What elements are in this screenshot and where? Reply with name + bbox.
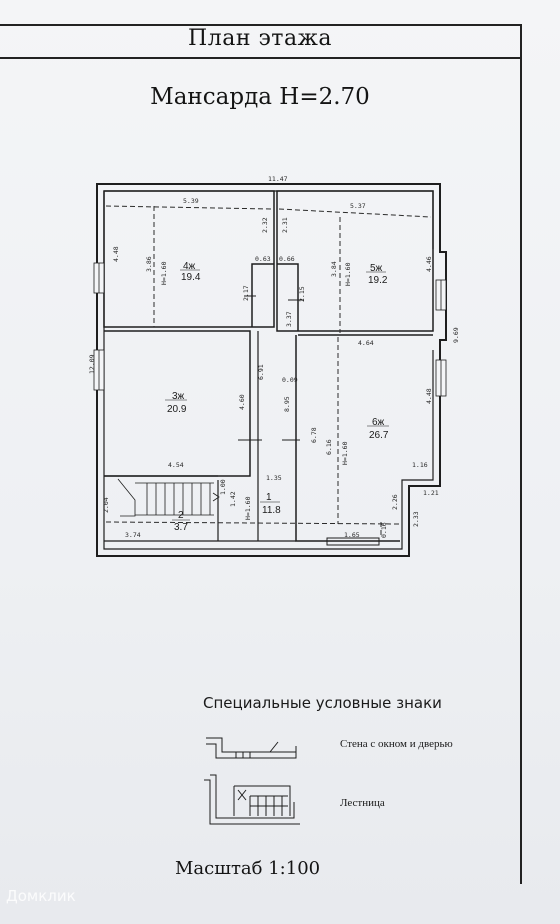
legend-title: Специальные условные знаки [203,694,442,712]
svg-text:4.48: 4.48 [425,388,433,404]
svg-text:5.39: 5.39 [183,197,199,205]
room-2-number: 2 [178,510,184,521]
svg-text:11.47: 11.47 [268,175,288,183]
svg-text:6.16: 6.16 [325,439,333,455]
svg-text:2.17: 2.17 [242,285,250,301]
plan-title: План этажа [188,26,332,51]
svg-text:1.65: 1.65 [344,531,360,539]
svg-text:2.32: 2.32 [261,217,269,233]
watermark: Домклик [6,887,76,905]
svg-text:1.35: 1.35 [266,474,282,482]
svg-text:0.66: 0.66 [279,255,295,263]
windows [93,262,447,397]
svg-text:4.60: 4.60 [238,394,246,410]
svg-text:2.15: 2.15 [298,286,306,302]
svg-text:6.78: 6.78 [310,427,318,443]
frame-line [0,57,522,59]
svg-text:1.21: 1.21 [423,489,439,497]
svg-text:0.63: 0.63 [255,255,271,263]
svg-text:4.54: 4.54 [168,461,184,469]
svg-text:0.09: 0.09 [282,376,298,384]
staircase [117,478,220,517]
svg-text:1.16: 1.16 [412,461,428,469]
scale-label: Масштаб 1:100 [175,858,321,879]
room-2-area: 3.7 [174,522,188,533]
room-4-wall [103,190,275,328]
room-3-number: 3ж [172,391,185,402]
stair-symbol [204,774,300,825]
wall-window-door-symbol [206,737,297,759]
svg-text:4.46: 4.46 [425,256,433,272]
room-4-area: 19.4 [181,272,201,283]
dimension-labels: 11.47 5.39 5.37 4.48 3.86 2.32 2.31 0.63… [88,175,460,539]
legend-label-stair: Лестница [340,797,385,809]
svg-text:4.64: 4.64 [358,339,374,347]
svg-text:3.86: 3.86 [145,256,153,272]
room-1-number: 1 [266,492,272,503]
room-5-area: 19.2 [368,275,388,286]
svg-text:3.37: 3.37 [285,311,293,327]
svg-text:6.91: 6.91 [257,364,265,380]
svg-text:H=1.60: H=1.60 [341,441,349,465]
frame-line [520,24,522,884]
room-3-area: 20.9 [167,404,187,415]
room-labels: 4ж 19.4 5ж 19.2 3ж 20.9 6ж 26.7 1 11.8 2… [165,261,389,533]
svg-text:H=1.60: H=1.60 [244,496,252,520]
room-5-wall [276,190,434,332]
svg-text:2.31: 2.31 [281,217,289,233]
svg-text:8.95: 8.95 [283,396,291,412]
svg-text:2.04: 2.04 [102,497,110,513]
room-6-number: 6ж [372,417,385,428]
svg-text:12.09: 12.09 [88,354,96,374]
svg-text:0.16: 0.16 [380,522,388,538]
room-1-area: 11.8 [262,505,281,516]
svg-text:1.00: 1.00 [219,479,227,495]
svg-text:2.33: 2.33 [412,511,420,527]
room-6-area: 26.7 [369,430,389,441]
legend-label-wall: Стена с окном и дверью [340,738,453,750]
plan-subtitle: Мансарда H=2.70 [150,84,370,110]
room-5-number: 5ж [370,263,383,274]
svg-text:2.26: 2.26 [391,494,399,510]
svg-text:H=1.60: H=1.60 [344,262,352,286]
svg-text:3.84: 3.84 [330,261,338,277]
svg-text:5.37: 5.37 [350,202,366,210]
outer-wall [96,183,447,557]
svg-text:3.74: 3.74 [125,531,141,539]
svg-text:1.42: 1.42 [229,491,237,507]
svg-text:4.48: 4.48 [112,246,120,262]
frame-line [0,24,522,26]
svg-text:H=1.60: H=1.60 [160,261,168,285]
room-4-number: 4ж [183,261,196,272]
svg-text:9.69: 9.69 [452,327,460,343]
